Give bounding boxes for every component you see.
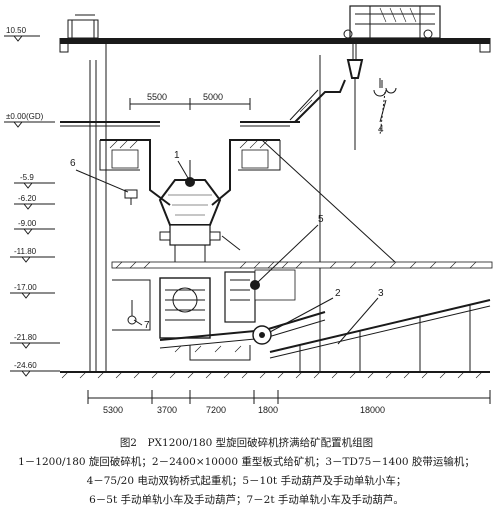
top-dimension-label: 5500 <box>147 92 167 102</box>
callout-1: 1 <box>174 150 180 161</box>
leader-line <box>379 99 387 123</box>
top-dimensions: 5500 5000 <box>129 92 251 110</box>
level-label: -5.9 <box>20 173 34 182</box>
caption-title: 图2 PX1200/180 型旋回破碎机挤满给矿配置机组图 <box>119 437 374 449</box>
bottom-dimension-label: 5300 <box>103 405 123 415</box>
level-symbol <box>10 342 60 349</box>
feed-chute <box>289 79 346 123</box>
callout-4: 4 <box>378 124 384 135</box>
base-slab <box>60 371 490 379</box>
floor-slab <box>111 261 493 269</box>
leader-line <box>257 224 319 283</box>
callout-3: 3 <box>378 288 384 299</box>
callout-7: 7 <box>144 320 150 331</box>
caption-line-3: 6－5t 手动单轨小车及手动葫芦；7－2t 手动单轨小车及手动葫芦。 <box>89 494 404 506</box>
gyratory-crusher <box>158 160 241 266</box>
bottom-dimension-label: 1800 <box>258 405 278 415</box>
level-label: -21.80 <box>14 333 37 342</box>
level-label: -9.00 <box>18 219 37 228</box>
bottom-dimension-label: 3700 <box>157 405 177 415</box>
building-columns <box>89 44 321 372</box>
top-dimension-label: 5000 <box>203 92 223 102</box>
leader-line <box>269 297 334 333</box>
crusher-layout-drawing: 10.50 ±0.00(GD) -5.9 -6.20 -9.00 -11.80 … <box>4 5 493 415</box>
level-symbol <box>4 35 40 42</box>
overhead-crane <box>59 5 491 150</box>
callouts: 1 2 3 4 5 6 7 <box>70 99 387 345</box>
caption-line-2: 4－75/20 电动双钩桥式起重机；5－10t 手动葫芦及手动单轨小车； <box>86 475 407 487</box>
level-label: -6.20 <box>18 194 37 203</box>
callout-6: 6 <box>70 158 76 169</box>
discharge-assembly <box>159 269 296 339</box>
level-symbol <box>10 370 60 377</box>
level-symbol <box>14 203 55 210</box>
level-symbol <box>14 228 55 235</box>
feed-hoppers <box>99 139 281 206</box>
brace-line <box>261 139 396 263</box>
hoist-units <box>112 189 151 331</box>
bottom-dimension-label: 18000 <box>360 405 385 415</box>
caption-line-1: 1－1200/180 旋回破碎机；2－2400×10000 重型板式给矿机；3－… <box>18 456 475 468</box>
level-symbol <box>10 292 55 299</box>
callout-5: 5 <box>318 214 324 225</box>
leader-line <box>75 169 129 193</box>
level-label: -11.80 <box>14 247 37 256</box>
level-symbol <box>14 182 55 189</box>
level-label: ±0.00(GD) <box>6 112 44 121</box>
level-symbol <box>10 256 55 263</box>
level-label: 10.50 <box>6 26 27 35</box>
leader-line <box>133 319 143 326</box>
level-markers: 10.50 ±0.00(GD) -5.9 -6.20 -9.00 -11.80 … <box>4 26 60 377</box>
bottom-dimensions: 5300 3700 7200 1800 18000 <box>87 390 491 415</box>
level-symbol <box>4 121 55 128</box>
level-label: -24.60 <box>14 361 37 370</box>
bottom-dimension-label: 7200 <box>206 405 226 415</box>
ground-floor <box>60 121 300 127</box>
apron-feeder <box>159 311 326 361</box>
leader-line <box>337 297 379 345</box>
figure-caption: 图2 PX1200/180 型旋回破碎机挤满给矿配置机组图 1－1200/180… <box>0 434 493 510</box>
level-label: -17.00 <box>14 283 37 292</box>
callout-2: 2 <box>335 288 341 299</box>
leader-line <box>177 160 189 179</box>
belt-conveyor <box>269 299 491 372</box>
